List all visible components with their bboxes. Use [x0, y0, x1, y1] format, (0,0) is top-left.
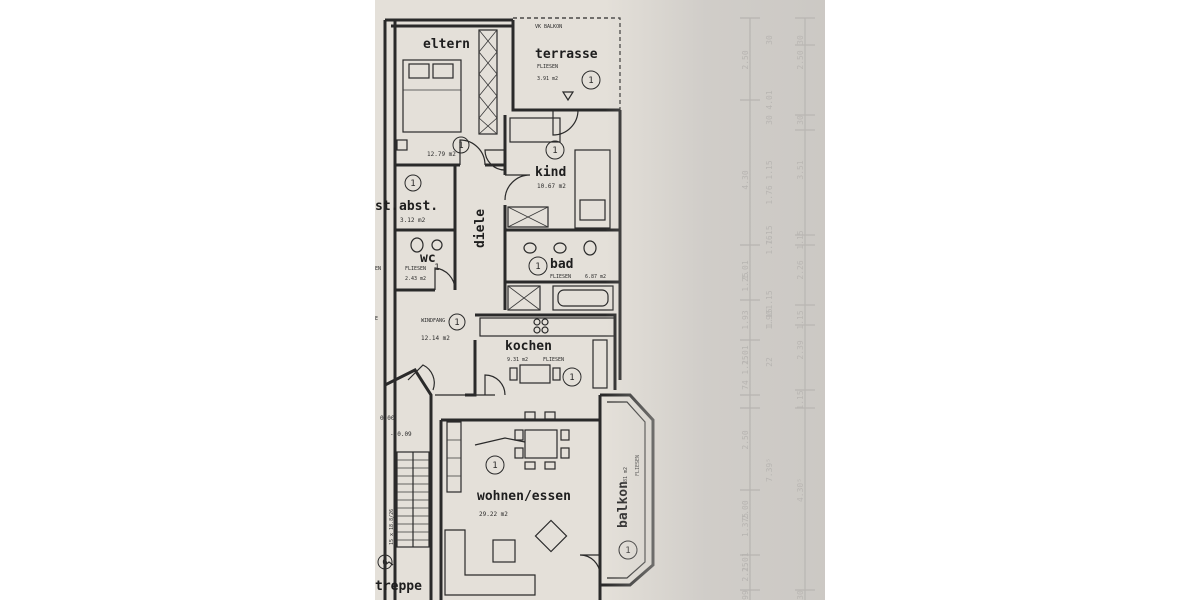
room-kind-marker-num: 1	[552, 146, 557, 156]
dimension-label: 2.50	[741, 50, 750, 69]
dimension-label: 30	[796, 35, 805, 45]
dimension-label: 3.51	[796, 160, 805, 179]
left-label-st: st.	[375, 199, 398, 214]
room-windfang-label: WINDFANG	[421, 318, 445, 324]
floor-plan-photo: eltern 12.79 m2 1 VK BALKON terrasse FLI…	[375, 0, 825, 600]
dimension-label: 1.76	[765, 235, 774, 254]
stairs-marker-num: 6	[382, 558, 387, 568]
dimension-label: 2.50	[796, 50, 805, 69]
room-windfang-area: 12.14 m2	[421, 335, 450, 342]
dimension-label: 1.76	[765, 185, 774, 204]
room-kochen-label: kochen	[505, 339, 552, 354]
room-balkon-marker-num: 1	[625, 546, 630, 556]
room-bad-label: bad	[550, 257, 573, 272]
room-kochen-floor: FLIESEN	[543, 357, 564, 363]
room-diele-label: diele	[473, 209, 488, 248]
room-terrasse-area: 3.91 m2	[537, 76, 558, 82]
dimension-label: 1.15	[765, 290, 774, 309]
room-windfang-marker	[448, 313, 466, 331]
dimension-label: 30	[796, 590, 805, 600]
doors	[407, 109, 601, 576]
room-kind-area: 10.67 m2	[537, 183, 566, 190]
dimension-label: 1.15	[796, 390, 805, 409]
stairs	[384, 451, 430, 566]
room-abst-label: abst.	[399, 199, 438, 214]
room-wohnen-marker	[485, 455, 505, 475]
terrace-note: VK BALKON	[535, 24, 562, 30]
stairs-marker	[377, 554, 393, 570]
room-terrasse-label: terrasse	[535, 47, 598, 62]
level-top: 0.00	[380, 415, 395, 422]
dimension-label: 30	[796, 115, 805, 125]
room-wohnen-label: wohnen/essen	[477, 489, 571, 504]
room-windfang-marker-num: 1	[454, 318, 459, 328]
dimension-label: 4.01	[765, 90, 774, 109]
dimension-label: 2.39	[796, 340, 805, 359]
room-eltern-marker	[452, 136, 470, 154]
room-wohnen-area: 29.22 m2	[479, 511, 508, 518]
room-abst-marker	[404, 174, 422, 192]
dimension-label: 2.25	[741, 562, 750, 581]
dimension-label: 1.15	[765, 160, 774, 179]
dimension-label: 1.15	[796, 310, 805, 329]
furniture	[396, 59, 616, 596]
room-bad-area: 6.87 m2	[585, 274, 606, 280]
dimension-label: 4.30	[741, 170, 750, 189]
dimension-label: 99	[741, 590, 750, 600]
room-wc-label: wc	[420, 251, 436, 266]
room-eltern-label: eltern	[423, 37, 470, 52]
dimension-label: 1.15	[765, 308, 774, 327]
dimension-label: 4.30⁵	[796, 478, 805, 502]
left-label-en: EN	[375, 266, 381, 272]
dimension-label: 1.93	[741, 310, 750, 329]
room-wc-marker-num: 1	[434, 263, 439, 273]
floor-plan: eltern 12.79 m2 1 VK BALKON terrasse FLI…	[375, 17, 815, 600]
room-abst-area: 3.12 m2	[400, 217, 426, 224]
dimension-label: 1.375	[741, 513, 750, 537]
room-terrasse-marker-num: 1	[588, 76, 593, 86]
room-kochen-area: 9.31 m2	[507, 357, 528, 363]
room-treppe-label: treppe	[375, 579, 422, 594]
dimension-label: 1.25	[741, 272, 750, 291]
room-kochen-marker	[562, 367, 582, 387]
left-label-e: E	[375, 316, 378, 322]
stairs-steps: 15 x 18.8/26	[389, 509, 395, 545]
dimension-lines	[740, 17, 815, 600]
room-wc-area: 2.43 m2	[405, 276, 426, 282]
room-kochen-marker-num: 1	[569, 373, 574, 383]
room-eltern-area: 12.79 m2	[427, 151, 456, 158]
room-eltern-marker-num: 1	[458, 141, 463, 151]
dimension-label: 2.26	[796, 260, 805, 279]
room-kind-label: kind	[535, 165, 566, 180]
room-balkon-floor: FLIESEN	[635, 455, 641, 476]
room-balkon-label: balkon	[616, 481, 631, 528]
room-wc-floor: FLIESEN	[405, 266, 426, 272]
level-bottom: - 0.09	[390, 431, 412, 438]
dimension-label: 1.15	[796, 230, 805, 249]
room-bad-floor: FLIESEN	[550, 274, 571, 280]
room-bad-marker	[528, 256, 548, 276]
room-kind-marker	[545, 140, 565, 160]
level-marker-icon	[561, 91, 575, 102]
room-wohnen-marker-num: 1	[492, 461, 497, 471]
dimension-label: 7.39⁵	[765, 458, 774, 482]
dimension-label: 2.50	[741, 430, 750, 449]
room-terrasse-floor: FLIESEN	[537, 64, 558, 70]
room-bad-marker-num: 1	[535, 262, 540, 272]
dimension-label: 30	[765, 115, 774, 125]
room-abst-marker-num: 1	[410, 179, 415, 189]
dimension-label: 74	[741, 380, 750, 390]
dimension-label: 30	[765, 35, 774, 45]
dimension-label: 22	[765, 357, 774, 367]
dimension-label: 1.25	[741, 355, 750, 374]
room-terrasse-marker	[581, 70, 601, 90]
